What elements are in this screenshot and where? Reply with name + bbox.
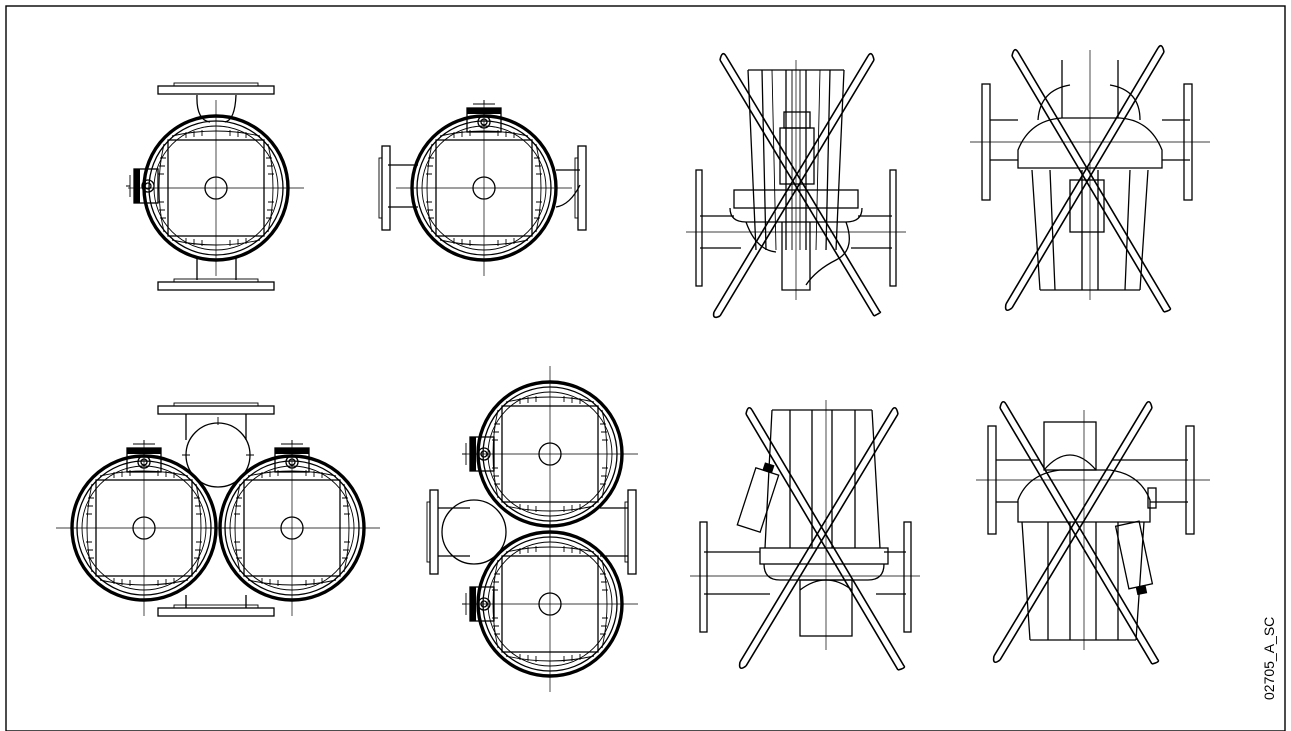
panel-top-3-not-allowed <box>685 52 907 319</box>
panel-bottom-1 <box>54 402 382 618</box>
panel-top-4-not-allowed <box>970 44 1210 313</box>
panel-bottom-4-not-allowed <box>976 400 1210 665</box>
panel-top-1 <box>125 82 306 291</box>
panel-bottom-2 <box>426 364 640 694</box>
panel-bottom-3-not-allowed <box>690 400 920 671</box>
figure-border <box>5 5 1286 731</box>
panel-top-2 <box>378 98 587 278</box>
figure-id-label: 02705_A_SC <box>1261 617 1277 700</box>
